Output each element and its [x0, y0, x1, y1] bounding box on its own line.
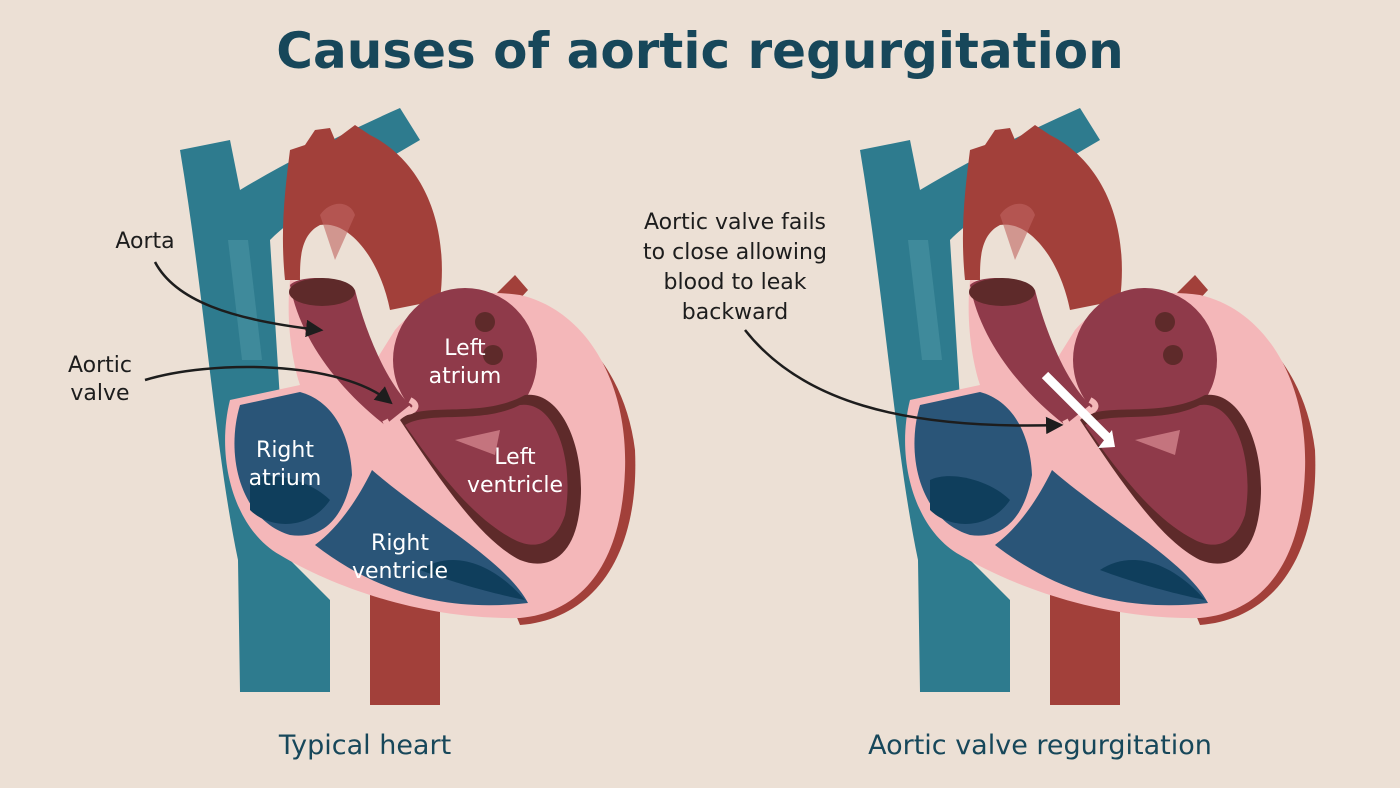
- label-right-ventricle: Right ventricle: [340, 530, 460, 586]
- annotation-line: blood to leak: [663, 270, 807, 295]
- annotation-line: to close allowing: [643, 240, 827, 265]
- annotation-line: backward: [681, 300, 789, 325]
- label-line: ventricle: [351, 559, 449, 584]
- label-right-atrium: Right atrium: [235, 437, 335, 493]
- caption-typical-heart: Typical heart: [278, 730, 452, 761]
- regurgitation-heart-illustration: [860, 108, 1315, 705]
- label-aortic-valve: Aortic valve: [50, 352, 150, 408]
- page-title: Causes of aortic regurgitation: [276, 22, 1124, 80]
- label-line: atrium: [428, 364, 502, 389]
- backflow-arrow: [1041, 371, 1114, 444]
- label-line: valve: [70, 381, 130, 406]
- caption-aortic-valve-regurgitation: Aortic valve regurgitation: [868, 730, 1212, 761]
- label-line: Right: [256, 438, 314, 463]
- label-line: Left: [494, 445, 536, 470]
- regurgitation-annotation: Aortic valve fails to close allowing blo…: [615, 208, 855, 328]
- label-left-atrium: Left atrium: [410, 335, 520, 391]
- annotation-line: Aortic valve fails: [643, 210, 827, 235]
- label-line: Aortic: [67, 353, 132, 378]
- label-line: Right: [371, 531, 429, 556]
- typical-heart-illustration: [180, 108, 635, 705]
- label-line: atrium: [248, 466, 322, 491]
- label-line: Left: [444, 336, 486, 361]
- label-aorta: Aorta: [115, 229, 175, 254]
- label-line: ventricle: [466, 473, 564, 498]
- aorta-leader-arrow: [153, 261, 324, 338]
- label-left-ventricle: Left ventricle: [460, 444, 570, 500]
- aortic-valve-leader-arrow: [144, 365, 393, 405]
- backflow-arrowhead: [1098, 430, 1115, 448]
- regurgitation-leader-arrow: [744, 329, 1064, 435]
